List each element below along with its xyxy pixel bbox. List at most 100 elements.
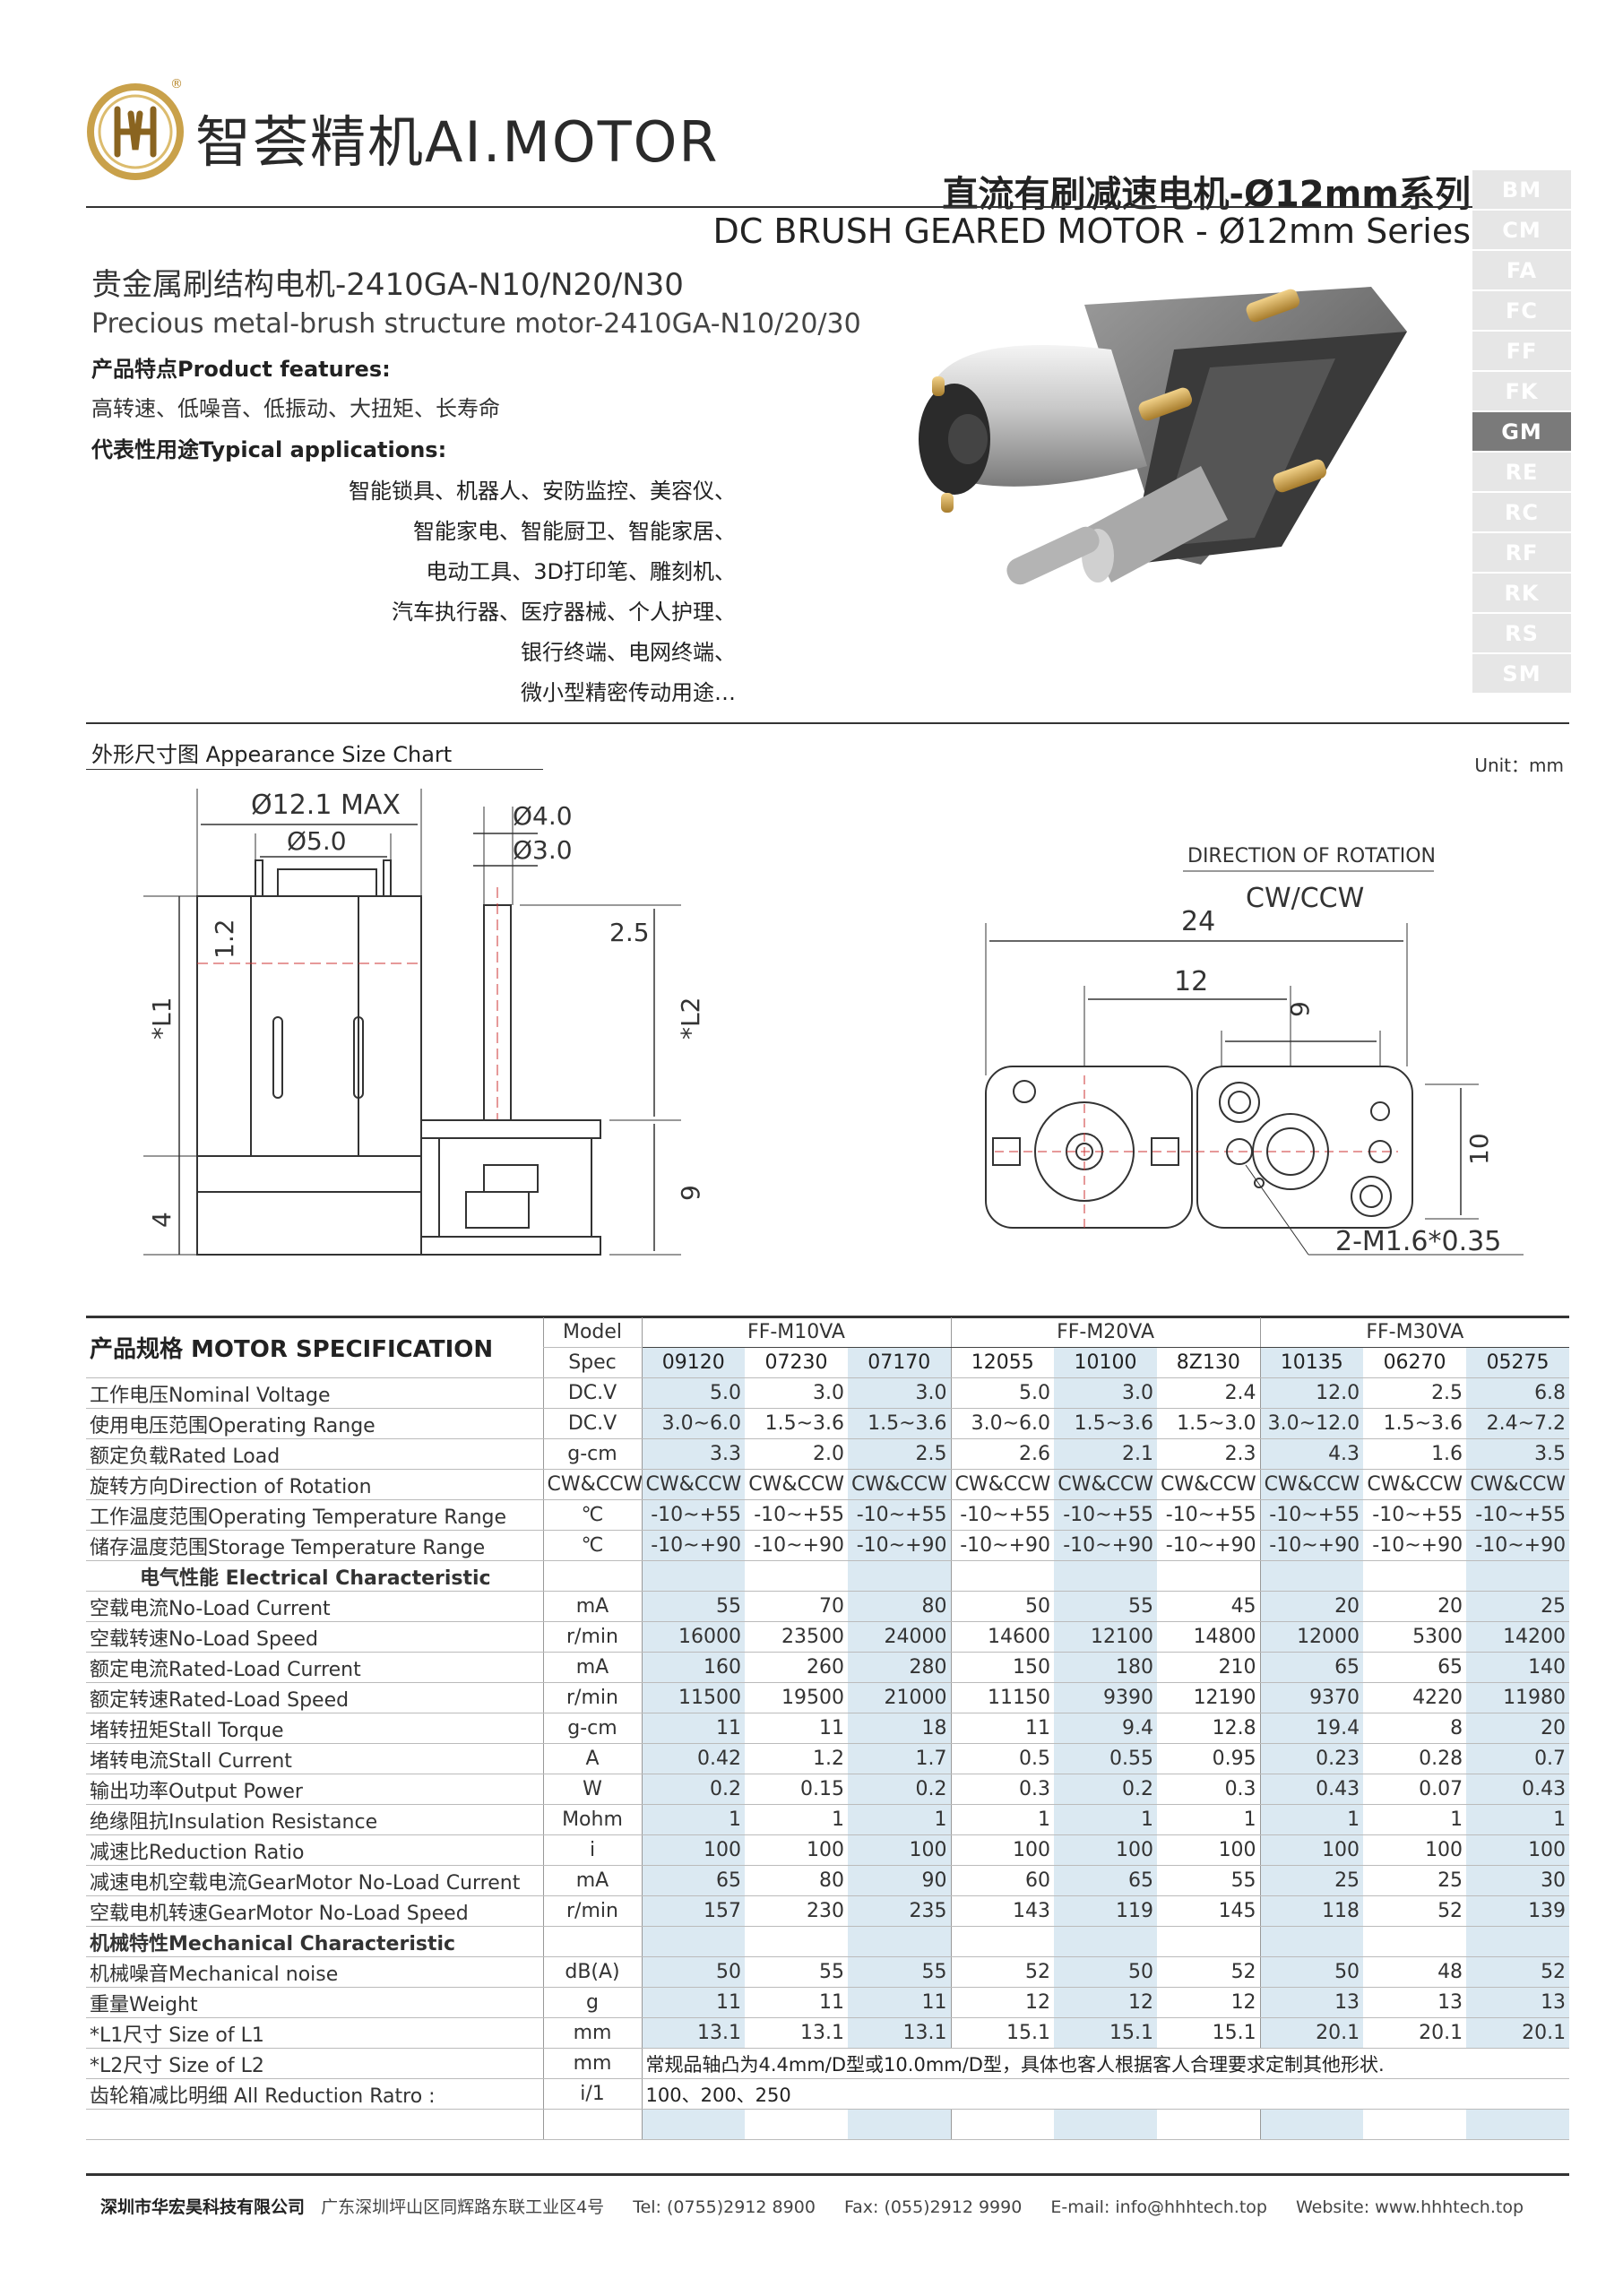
features-heading: 产品特点Product features: [91, 357, 391, 382]
row-value: 1 [1054, 1804, 1158, 1835]
application-line: 银行终端、电网终端、 [521, 640, 736, 665]
row-value: CW&CCW [1054, 1469, 1158, 1500]
row-value: -10~+55 [641, 1499, 745, 1531]
series-tab-cm[interactable]: CM [1472, 211, 1571, 249]
row-value: CW&CCW [641, 1469, 745, 1500]
footer-website[interactable]: Website: www.hhhtech.top [1296, 2197, 1524, 2217]
series-tab-gm[interactable]: GM [1472, 412, 1571, 451]
section-title: 电气性能 Electrical Characteristic [86, 1560, 543, 1592]
row-value: -10~+55 [1259, 1499, 1364, 1531]
application-line: 汽车执行器、医疗器械、个人护理、 [392, 600, 736, 625]
row-value: 3.0 [745, 1377, 848, 1409]
row-value [950, 1560, 1055, 1592]
series-tab-fa[interactable]: FA [1472, 251, 1571, 289]
row-value: 2.0 [745, 1438, 848, 1470]
series-tab-rf[interactable]: RF [1472, 533, 1571, 572]
row-value: 12 [1054, 1987, 1158, 2018]
size-chart-heading: 外形尺寸图 Appearance Size Chart [91, 742, 453, 767]
row-value: 2.3 [1157, 1438, 1261, 1470]
dim-24: 24 [1181, 906, 1215, 937]
series-tab-bm[interactable]: BM [1472, 170, 1571, 209]
row-label: 堵转扭矩Stall Torque [86, 1713, 543, 1744]
row-value: 100 [950, 1834, 1055, 1866]
row-value [1363, 1926, 1467, 1957]
series-tab-rc[interactable]: RC [1472, 493, 1571, 531]
row-value: CW&CCW [1157, 1469, 1261, 1500]
row-label: 绝缘阻抗Insulation Resistance [86, 1804, 543, 1835]
front-view-drawing: DIRECTION OF ROTATION CW/CCW 24 12 9 10 … [985, 845, 1524, 1257]
footer-email[interactable]: E-mail: info@hhhtech.top [1050, 2197, 1267, 2217]
row-unit: CW&CCW [542, 1469, 642, 1500]
row-value: 0.2 [848, 1774, 952, 1805]
row-value: 80 [848, 1591, 952, 1622]
series-tab-fk[interactable]: FK [1472, 372, 1571, 410]
row-value: 0.2 [641, 1774, 745, 1805]
row-value: 55 [848, 1956, 952, 1988]
row-value: 25 [1363, 1865, 1467, 1896]
row-value: 15.1 [1054, 2017, 1158, 2049]
row-value: 0.55 [1054, 1743, 1158, 1774]
row-value: 0.23 [1259, 1743, 1364, 1774]
row-value [641, 1926, 745, 1957]
footer-tel: Tel: (0755)2912 8900 [633, 2197, 816, 2217]
section-divider [86, 722, 1569, 724]
row-value: 119 [1054, 1895, 1158, 1927]
spec-code: 07170 [848, 1347, 952, 1378]
row-value: 21000 [848, 1682, 952, 1713]
row-unit: i [542, 1834, 642, 1866]
row-unit: mA [542, 1652, 642, 1683]
direction-of-rotation-label: DIRECTION OF ROTATION [1187, 845, 1436, 867]
series-tab-re[interactable]: RE [1472, 453, 1571, 491]
row-label: 使用电压范围Operating Range [86, 1408, 543, 1439]
row-label: *L1尺寸 Size of L1 [86, 2017, 543, 2049]
row-value: 48 [1363, 1956, 1467, 1988]
row-label: *L2尺寸 Size of L2 [86, 2048, 543, 2079]
row-value: 140 [1466, 1652, 1570, 1683]
row-value: 11980 [1466, 1682, 1570, 1713]
section-header-row: 电气性能 Electrical Characteristic [86, 1560, 1570, 1592]
row-unit: g-cm [542, 1713, 642, 1744]
row-value: 100 [1054, 1834, 1158, 1866]
footer-fax: Fax: (055)2912 9990 [843, 2197, 1023, 2217]
row-label [86, 2109, 543, 2140]
row-value: 3.0 [1054, 1377, 1158, 1409]
row-value: 52 [1466, 1956, 1570, 1988]
spec-code: 12055 [950, 1347, 1055, 1378]
row-value: 65 [641, 1865, 745, 1896]
row-value: 15.1 [1157, 2017, 1261, 2049]
dim-2-5: 2.5 [609, 918, 650, 947]
series-tab-rk[interactable]: RK [1472, 574, 1571, 612]
dim-4: 4 [147, 1212, 177, 1228]
series-tab-sm[interactable]: SM [1472, 654, 1571, 693]
row-value: 20 [1259, 1591, 1364, 1622]
row-value: 55 [641, 1591, 745, 1622]
row-value: 0.15 [745, 1774, 848, 1805]
row-value [1157, 2109, 1261, 2140]
row-unit: dB(A) [542, 1956, 642, 1988]
row-value: 100 [1157, 1834, 1261, 1866]
row-value: 30 [1466, 1865, 1570, 1896]
row-value: 180 [1054, 1652, 1158, 1683]
row-label: 减速电机空载电流GearMotor No-Load Current [86, 1865, 543, 1896]
row-value: 20.1 [1363, 2017, 1467, 2049]
series-tab-rs[interactable]: RS [1472, 614, 1571, 652]
row-label: 额定负载Rated Load [86, 1438, 543, 1470]
row-value: 100 [1259, 1834, 1364, 1866]
row-value [1363, 2109, 1467, 2140]
row-value: 2.5 [848, 1438, 952, 1470]
series-tab-ff[interactable]: FF [1472, 332, 1571, 370]
row-value [745, 2109, 848, 2140]
row-value: 0.43 [1259, 1774, 1364, 1805]
spec-code: 10100 [1054, 1347, 1158, 1378]
page-title-en: DC BRUSH GEARED MOTOR - Ø12mm Series [712, 211, 1471, 251]
series-tab-fc[interactable]: FC [1472, 291, 1571, 330]
row-value [641, 1560, 745, 1592]
row-value: 1.5~3.6 [745, 1408, 848, 1439]
